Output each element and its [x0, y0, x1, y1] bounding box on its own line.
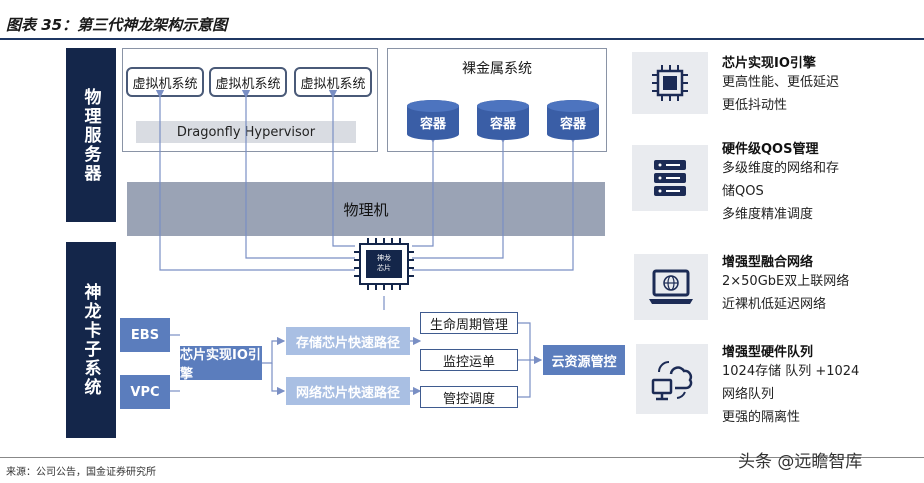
chip-label: 神龙 芯片: [377, 254, 391, 272]
shenlong-card-text: 神龙卡子系统: [80, 283, 101, 397]
feature-line: 更强的隔离性: [722, 410, 801, 425]
feature-line: 多维度精准调度: [722, 207, 814, 222]
feature-queue: 增强型硬件队列 1024存储 队列 +1024 网络队列 更强的隔离性: [722, 341, 859, 429]
io-engine-box: 芯片实现IO引擎: [180, 346, 262, 382]
storage-fast-path: 存储芯片快速路径: [286, 327, 410, 355]
source-note: 来源：公司公告，国金证券研究所: [6, 467, 156, 478]
server-icon: [632, 145, 708, 211]
feature-io-engine: 芯片实现IO引擎 更高性能、更低延迟 更低抖动性: [722, 52, 839, 117]
physical-machine-bar: 物理机: [127, 182, 605, 236]
control-scheduling: 管控调度: [420, 386, 518, 408]
cloud-sync-icon: [636, 344, 708, 414]
chip-icon: [632, 52, 708, 114]
cloud-resource-control: 云资源管控: [543, 345, 625, 375]
feature-title: 芯片实现IO引擎: [722, 56, 816, 71]
network-fast-path: 网络芯片快速路径: [286, 377, 410, 405]
feature-network: 增强型融合网络 2×50GbE双上联网络 近裸机低延迟网络: [722, 251, 849, 316]
feature-qos: 硬件级QOS管理 多级维度的网络和存 储QOS 多维度精准调度: [722, 138, 839, 226]
physical-server-text: 物理服务器: [80, 87, 101, 183]
feature-line: 近裸机低延迟网络: [722, 297, 827, 312]
feature-line: 更低抖动性: [722, 98, 788, 113]
feature-title: 增强型融合网络: [722, 255, 814, 270]
feature-title: 增强型硬件队列: [722, 345, 814, 360]
watermark: 头条 @远瞻智库: [738, 452, 863, 472]
container-2: 容器: [489, 117, 516, 132]
monitoring-ops: 监控运单: [420, 349, 518, 371]
physical-server-label: 物理服务器: [66, 48, 116, 222]
vm-2: 虚拟机系统: [209, 67, 287, 97]
container-3: 容器: [559, 117, 586, 132]
laptop-network-icon: [634, 254, 708, 320]
top-divider: [0, 38, 924, 40]
bottom-divider: [0, 457, 924, 458]
bare-metal-title: 裸金属系统: [462, 61, 532, 77]
ebs-input: EBS: [120, 318, 170, 352]
vm-1: 虚拟机系统: [126, 67, 204, 97]
shenlong-chip-icon: [354, 238, 414, 290]
feature-line: 网络队列: [722, 387, 775, 402]
feature-title: 硬件级QOS管理: [722, 142, 819, 157]
feature-line: 1024存储 队列 +1024: [722, 364, 860, 379]
shenlong-card-label: 神龙卡子系统: [66, 242, 116, 438]
feature-line: 2×50GbE双上联网络: [722, 274, 850, 289]
container-cylinders: [407, 100, 599, 140]
feature-line: 更高性能、更低延迟: [722, 75, 840, 90]
vpc-input: VPC: [120, 375, 170, 409]
lifecycle-management: 生命周期管理: [420, 312, 518, 334]
container-1: 容器: [419, 117, 446, 132]
feature-line: 多级维度的网络和存: [722, 161, 840, 176]
figure-title: 图表 35：第三代神龙架构示意图: [6, 16, 228, 34]
feature-line: 储QOS: [722, 184, 764, 199]
